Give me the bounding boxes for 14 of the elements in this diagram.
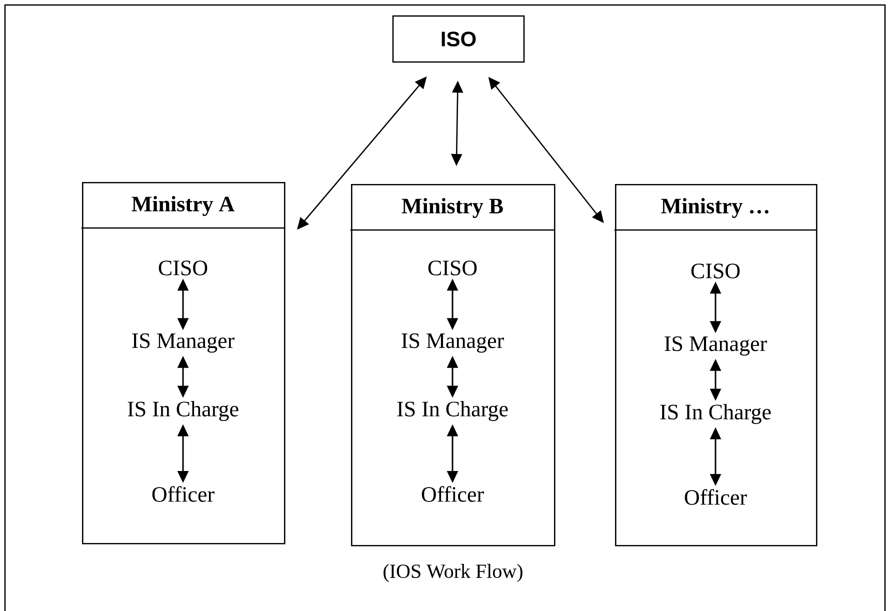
- role-label: Officer: [152, 486, 214, 502]
- role-label: IS Manager: [664, 336, 767, 356]
- iso-box: ISO: [392, 15, 525, 63]
- role-label: IS Manager: [402, 333, 504, 353]
- role-label: Officer: [422, 486, 484, 502]
- role-label: CISO: [691, 264, 740, 278]
- caption: (IOS Work Flow): [384, 564, 522, 582]
- role-label: Officer: [684, 489, 747, 505]
- role-label: CISO: [428, 260, 477, 276]
- role-label: IS In Charge: [660, 404, 771, 424]
- role-label: CISO: [158, 260, 208, 276]
- role-label: IS In Charge: [128, 401, 238, 422]
- role-label: IS Manager: [132, 333, 234, 353]
- role-label: IS In Charge: [397, 401, 508, 422]
